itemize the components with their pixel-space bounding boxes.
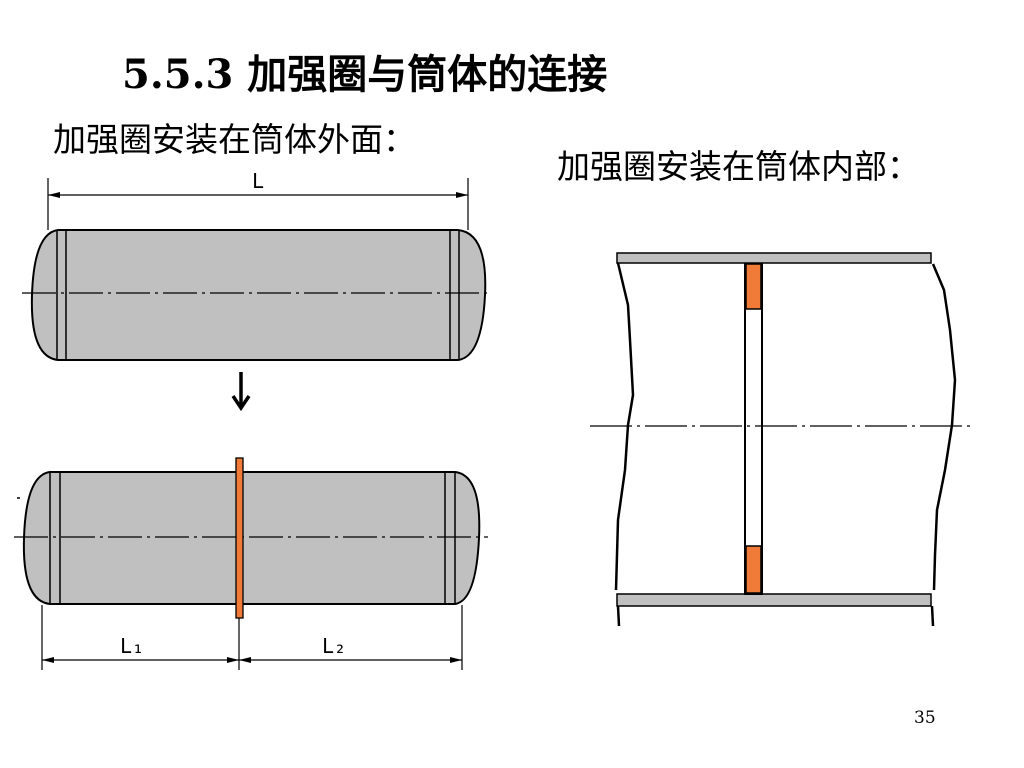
stiffening-ring-inside-top [745, 263, 762, 310]
slide-title: 5.5.3 加强圈与筒体的连接 [122, 51, 608, 98]
dimension-label-l1: L₁ [120, 634, 144, 658]
caption-ring-outside: 加强圈安装在筒体外面： [53, 120, 416, 159]
dimension-label-l: L [252, 169, 264, 193]
vessel-top-body [30, 229, 487, 361]
vessel-bottom: L₁ L₂ [14, 457, 488, 670]
vessel-bottom-body [22, 471, 481, 605]
break-line-left [614, 262, 635, 627]
shell-section-inside [590, 252, 970, 627]
ring-web [744, 263, 763, 595]
stiffening-ring-inside-bottom [745, 545, 762, 594]
vessel-top: L [22, 169, 492, 361]
caption-ring-inside: 加强圈安装在筒体内部： [557, 147, 920, 186]
dimension-l1-l2: L₁ L₂ [41, 605, 463, 670]
dimension-l: L [47, 169, 469, 230]
stiffening-ring-outside [235, 457, 244, 619]
down-arrow-icon [231, 372, 251, 412]
shell-wall-top [616, 252, 932, 264]
dimension-label-l2: L₂ [322, 634, 346, 658]
break-line-right [930, 263, 957, 627]
shell-wall-bottom [616, 593, 932, 607]
page-number: 35 [914, 708, 936, 728]
